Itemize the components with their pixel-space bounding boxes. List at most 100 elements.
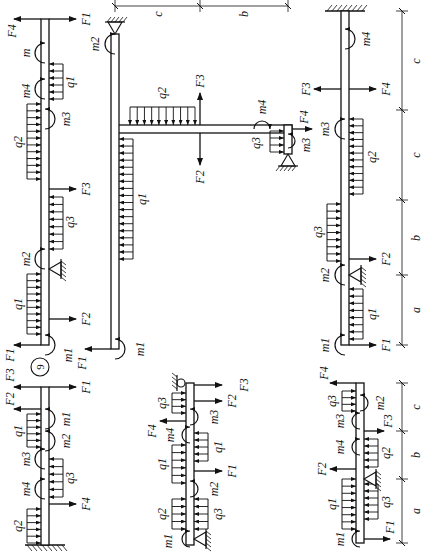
load-arrow	[27, 287, 41, 288]
load-arrow	[27, 307, 41, 308]
support-triangle	[108, 22, 122, 34]
roller-circle	[177, 379, 185, 387]
load-arrow	[27, 427, 41, 428]
load-label: F3	[80, 182, 92, 195]
load-arrow	[180, 107, 181, 125]
load-label: q2	[366, 151, 378, 163]
load-label: m3	[319, 122, 331, 137]
load-arrow	[194, 499, 208, 500]
moment-arc	[335, 335, 345, 355]
load-arrow	[119, 139, 133, 140]
load-label: q3	[156, 397, 168, 409]
load-arrow	[27, 414, 41, 415]
moment-arc	[35, 79, 45, 99]
load-arrow	[342, 397, 356, 398]
load-arrow	[49, 64, 63, 65]
load-arrow	[166, 107, 167, 125]
load-line	[270, 131, 271, 152]
load-arrow	[349, 303, 363, 304]
load-label: m1	[162, 534, 174, 549]
force-arrow	[49, 386, 76, 387]
hatch	[37, 545, 42, 551]
load-arrow	[119, 167, 133, 168]
load-arrow	[270, 145, 284, 146]
load-label: q2	[12, 520, 24, 532]
load-arrow	[27, 131, 41, 132]
support-triangle	[49, 262, 61, 276]
load-arrow	[173, 107, 174, 125]
load-arrow	[27, 529, 41, 530]
moment-arc	[105, 34, 115, 54]
load-arrow	[119, 251, 133, 252]
force-arrow	[364, 430, 384, 431]
hatch	[206, 543, 211, 547]
load-label: m1	[62, 348, 74, 363]
load-label: q2	[156, 87, 168, 99]
hatch	[357, 5, 362, 11]
load-arrow	[172, 529, 186, 530]
force-arrow	[85, 348, 111, 349]
hatch	[52, 545, 57, 551]
hatch	[361, 271, 366, 275]
load-arrow	[27, 144, 41, 145]
load-arrow	[49, 249, 63, 250]
support-triangle	[281, 154, 295, 166]
dimension-label: c	[410, 58, 422, 63]
force-arrow	[14, 386, 41, 387]
hatch	[61, 277, 66, 281]
load-label: q3	[250, 137, 262, 149]
load-arrow	[119, 181, 133, 182]
load-label: q1	[64, 76, 76, 88]
force-arrow	[49, 188, 76, 189]
moment-arc	[35, 449, 45, 469]
load-arrow	[364, 512, 378, 513]
load-arrow	[327, 239, 341, 240]
moment-arc	[182, 531, 190, 547]
dimension-label: b	[410, 452, 422, 458]
load-arrow	[119, 188, 133, 189]
load-arrow	[119, 223, 133, 224]
hatch	[361, 279, 366, 283]
load-arrow	[342, 479, 356, 480]
load-label: q3	[326, 395, 338, 407]
load-arrow	[27, 334, 41, 335]
force-arrow	[199, 133, 200, 165]
load-arrow	[342, 521, 356, 522]
load-label: F1	[226, 464, 238, 477]
load-arrow	[342, 411, 356, 412]
load-arrow	[195, 107, 196, 125]
load-arrow	[27, 110, 41, 111]
load-arrow	[270, 152, 284, 153]
moment-arc	[335, 119, 345, 139]
load-arrow	[349, 331, 363, 332]
moment-arc	[35, 479, 45, 499]
load-label: q3	[64, 216, 76, 228]
load-arrow	[27, 447, 41, 448]
load-arrow	[27, 280, 41, 281]
hatch	[172, 373, 177, 377]
load-label: m4	[20, 482, 32, 497]
load-label: m3	[60, 112, 72, 127]
load-arrow	[364, 491, 378, 492]
load-label: m1	[134, 342, 146, 357]
load-line	[27, 104, 28, 179]
load-arrow	[349, 317, 363, 318]
load-label: m	[20, 49, 32, 58]
load-arrow	[349, 310, 363, 311]
load-arrow	[172, 467, 186, 468]
load-label: q3	[212, 508, 224, 520]
load-label: q1	[212, 441, 224, 453]
load-arrow	[349, 159, 363, 160]
load-arrow	[27, 104, 41, 105]
force-arrow	[160, 420, 186, 421]
load-label: m2	[374, 396, 386, 411]
force-arrow	[194, 400, 222, 401]
hatch	[47, 545, 52, 551]
load-arrow	[27, 294, 41, 295]
force-arrow	[330, 468, 356, 469]
force-arrow	[49, 318, 76, 319]
hatch	[206, 539, 211, 543]
pin-support	[49, 259, 66, 281]
force-arrow	[194, 384, 222, 385]
moment-arc	[345, 29, 355, 49]
